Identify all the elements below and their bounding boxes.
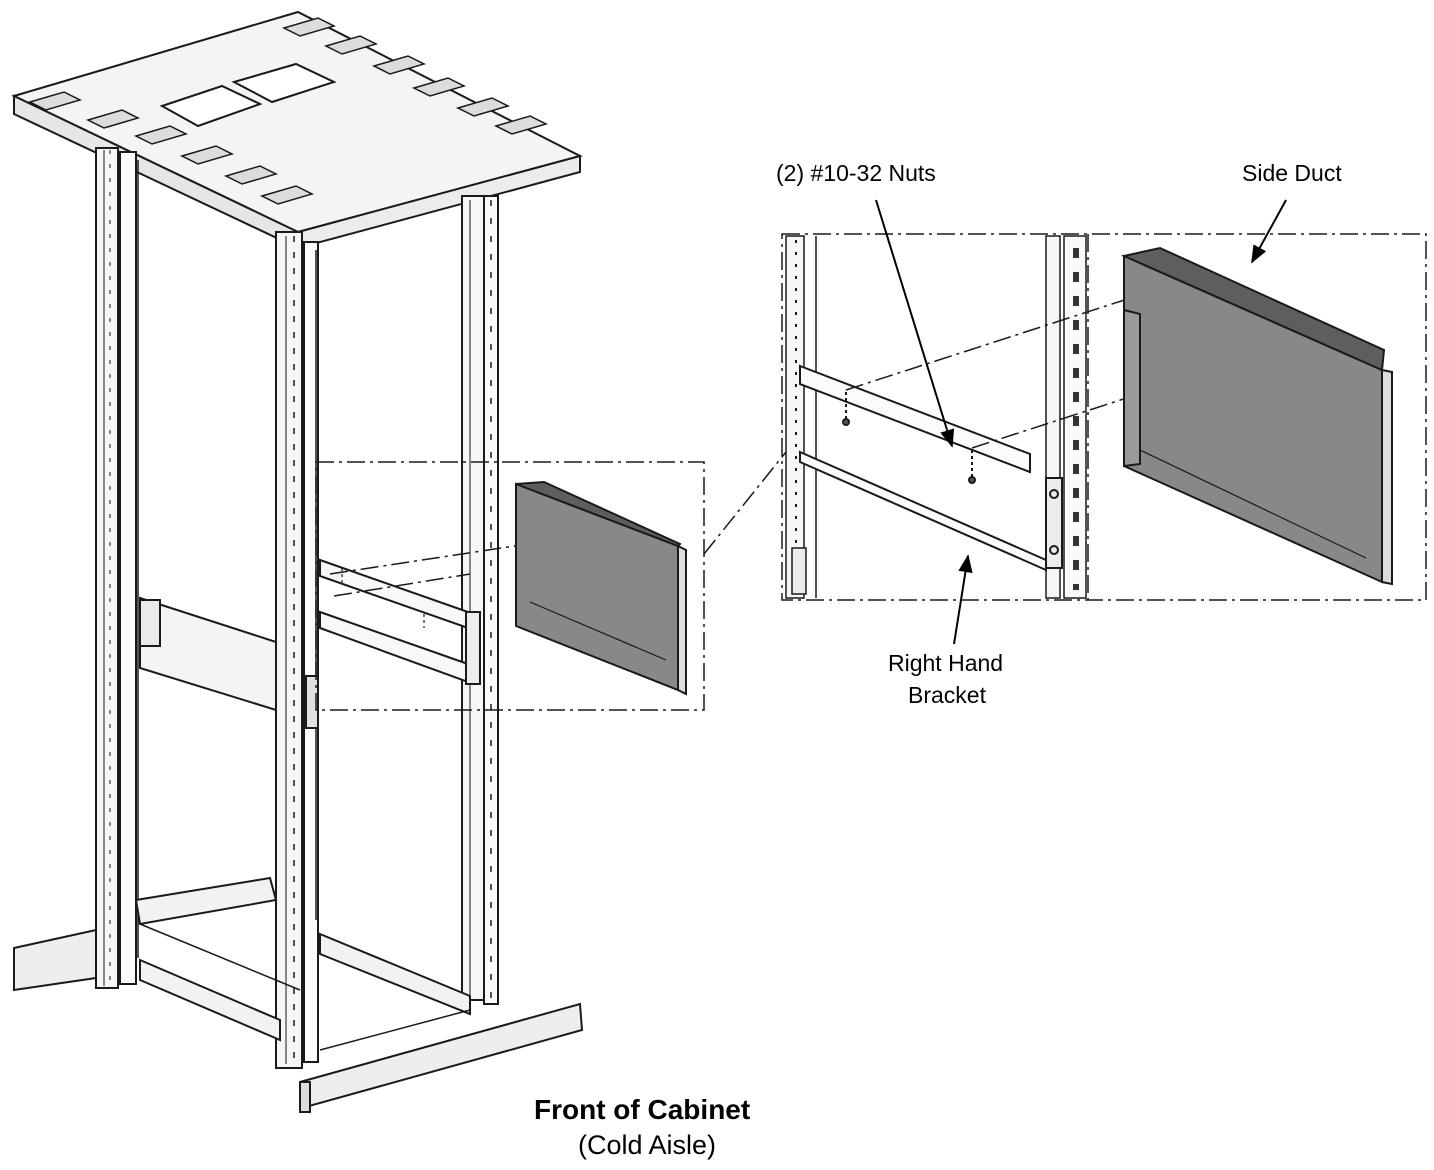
caption-subtitle: (Cold Aisle) [578,1130,717,1160]
zoom-leader-line [703,451,787,555]
side-duct-large [1120,246,1393,586]
rear-right-post [461,195,499,1005]
callout-arrows [875,199,1287,645]
caption-title: Front of Cabinet [534,1094,751,1125]
side-duct-arrow [1251,199,1287,264]
zoom-left-rail [785,235,817,599]
detail-zoom-view [781,233,1427,601]
bracket-callout-label-line2: Bracket [908,682,986,708]
cabinet-frame [11,10,584,1113]
cabinet-top-panel [11,10,583,250]
bracket-arrow [953,554,973,645]
bracket-callout-label-line1: Right Hand [888,650,1004,676]
nuts-callout-label: (2) #10-32 Nuts [776,160,936,186]
cabinet-base [13,876,584,1113]
detail-window-small [315,461,705,711]
front-left-post [95,147,137,989]
cabinet-right-bracket [319,558,481,685]
front-right-post [275,231,319,1069]
zoom-right-hand-bracket [799,364,1063,572]
left-side-bracket [139,596,277,712]
top-vent-slots [27,17,549,205]
side-duct-small [515,480,687,696]
nuts-arrow [875,199,955,448]
side-duct-callout-label: Side Duct [1242,160,1342,186]
